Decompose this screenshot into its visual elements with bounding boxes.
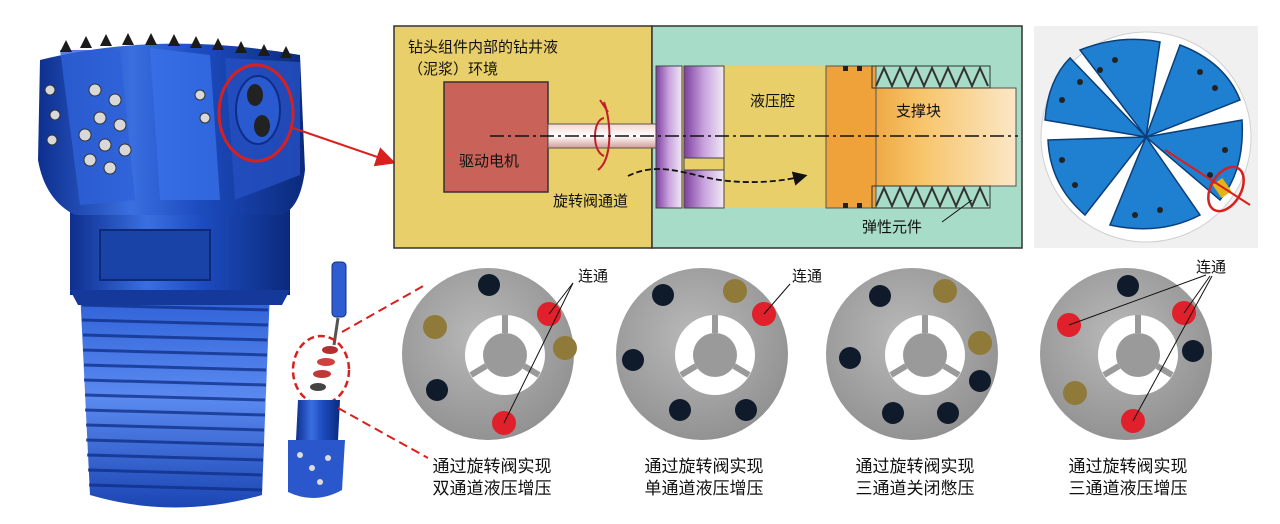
fluid-env-label-line1: 钻头组件内部的钻井液 — [408, 38, 558, 56]
nozzle-highlight-ring — [217, 63, 295, 163]
assembly-highlight-ellipse — [291, 334, 351, 406]
flow-path-arrow — [627, 168, 808, 186]
valve-schematic: 钻头组件内部的钻井液 （泥浆）环境 驱动电机 旋转阀通道 液压腔 支撑块 弹性元… — [393, 25, 1023, 249]
valve-disc-4 — [1040, 268, 1213, 440]
drill-bit-illustration — [38, 33, 396, 508]
bit-face-photo — [1034, 26, 1258, 248]
connect-label-2: 连通 — [792, 267, 822, 285]
pointer-arrow — [292, 127, 396, 167]
valve-disc-3 — [826, 268, 998, 440]
caption-disc-1: 通过旋转阀实现 双通道液压增压 — [392, 456, 592, 500]
valve-disc-1 — [402, 268, 577, 440]
caption-3-line2: 三通道关闭憋压 — [855, 479, 975, 499]
small-tool-assembly — [288, 261, 429, 499]
elastic-element-top — [871, 65, 991, 89]
caption-1-line2: 双通道液压增压 — [432, 479, 552, 499]
hydraulic-chamber-label: 液压腔 — [750, 92, 795, 110]
support-block-label: 支撑块 — [896, 102, 941, 120]
rotary-valve-channel-label: 旋转阀通道 — [553, 192, 628, 210]
motor-label: 驱动电机 — [459, 152, 519, 170]
rotary-disc-2 — [683, 65, 725, 209]
valve-disc-2 — [616, 268, 791, 440]
caption-disc-3: 通过旋转阀实现 三通道关闭憋压 — [815, 456, 1015, 500]
caption-disc-2: 通过旋转阀实现 单通道液压增压 — [604, 456, 804, 500]
caption-3-line1: 通过旋转阀实现 — [855, 457, 975, 477]
motor-block — [443, 81, 549, 193]
elastic-element-label: 弹性元件 — [862, 218, 922, 236]
caption-4-line1: 通过旋转阀实现 — [1068, 457, 1188, 477]
rotary-disc-1 — [655, 65, 683, 209]
caption-2-line1: 通过旋转阀实现 — [644, 457, 764, 477]
caption-4-line2: 三通道液压增压 — [1068, 479, 1188, 499]
connect-label-4: 连通 — [1196, 258, 1226, 276]
caption-2-line2: 单通道液压增压 — [644, 479, 764, 499]
fluid-env-label-line2: （泥浆）环境 — [408, 60, 498, 78]
caption-disc-4: 通过旋转阀实现 三通道液压增压 — [1028, 456, 1228, 500]
connect-label-1: 连通 — [578, 267, 608, 285]
elastic-element-bottom — [871, 185, 991, 209]
caption-1-line1: 通过旋转阀实现 — [432, 457, 552, 477]
